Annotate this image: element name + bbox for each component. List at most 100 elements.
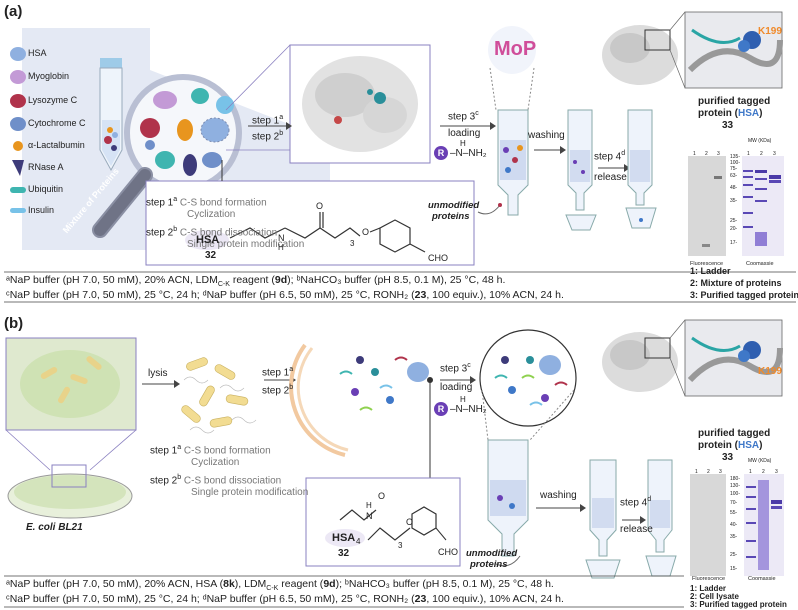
desc-single-a: Single protein modification — [187, 239, 305, 250]
gel-key-1b: 1: Ladder — [690, 584, 727, 593]
reagent-h-a: H — [460, 139, 466, 148]
legend-item: Lysozyme C — [28, 95, 78, 105]
gel-lane-b1c: 1 — [749, 469, 752, 475]
footnote-a2: ᶜNaP buffer (pH 7.0, 50 mM), 25 °C, 24 h… — [6, 289, 564, 301]
step3-a: step 3c — [448, 110, 479, 123]
gel-fluor-a: Fluorescence — [690, 261, 724, 267]
gel-lane-b2: 2 — [707, 469, 710, 475]
desc-step2-b: step 2b C-S bond dissociation — [150, 474, 282, 487]
washing-label-b: washing — [540, 490, 577, 501]
lysis-label: lysis — [148, 368, 168, 379]
gel-lane-b2c: 2 — [762, 469, 765, 475]
legend-item: Myoglobin — [28, 71, 70, 81]
struct-o-a: O — [316, 201, 324, 211]
footnote-b1: ᵃNaP buffer (pH 7.0, 50 mM), 20% ACN, HS… — [6, 578, 554, 593]
struct-cho-a: CHO — [428, 253, 448, 263]
gel-key-2b: 2: Cell lysate — [690, 592, 739, 601]
struct-o-b: O — [378, 491, 386, 501]
legend-item: Cytochrome C — [28, 118, 86, 128]
struct-hsa-a: HSA — [196, 234, 220, 246]
legend-item: Ubiquitin — [28, 184, 64, 194]
struct-3-b: 3 — [398, 541, 403, 550]
mop-label: MoP — [494, 38, 537, 60]
reagent-badge-b: R — [434, 402, 448, 416]
ecoli-label: E. coli BL21 — [26, 522, 83, 533]
struct-n-b: N — [366, 511, 373, 521]
gel-lane-1c: 1 — [747, 151, 750, 157]
gel-lane-2c: 2 — [760, 151, 763, 157]
proteins-label-a: proteins — [432, 211, 470, 222]
gel-lane-1: 1 — [693, 151, 696, 157]
step2-b: step 2b — [262, 384, 294, 397]
unmodified-label-b: unmodified — [466, 548, 518, 559]
step3-b: step 3c — [440, 362, 471, 375]
struct-4-b: 4 — [356, 537, 361, 546]
desc-single-b: Single protein modification — [191, 487, 309, 498]
footnote-a1: ᵃNaP buffer (pH 7.0, 50 mM), 20% ACN, LD… — [6, 274, 506, 289]
legend-item: HSA — [28, 48, 47, 58]
panel-b-label: (b) — [4, 315, 24, 332]
desc-cyclization-b: Cyclization — [191, 457, 240, 468]
legend-item: α-Lactalbumin — [28, 140, 85, 150]
gel-mw-a: MW (KDa) — [748, 138, 772, 144]
unmodified-label-a: unmodified — [428, 200, 480, 211]
step4-b: step 4d — [620, 496, 652, 509]
struct-h-a: H — [278, 243, 284, 252]
purified-line1-b: purified tagged — [698, 428, 771, 439]
purified-num-b: 33 — [722, 452, 734, 463]
gel-coom-b: Coomassie — [748, 576, 776, 582]
loading-label-b: loading — [440, 382, 473, 393]
reagent-h-b: H — [460, 395, 466, 404]
desc-cyclization-a: Cyclization — [187, 209, 236, 220]
desc-step1-b: step 1a C-S bond formation — [150, 444, 271, 457]
gel-mw-b: MW (KDa) — [748, 458, 772, 464]
gel-lane-3: 3 — [717, 151, 720, 157]
struct-num-b: 32 — [338, 548, 350, 559]
release-label-b: release — [620, 524, 653, 535]
step4-a: step 4d — [594, 150, 626, 163]
gel-fluor-b: Fluorescence — [692, 576, 726, 582]
panel-a-label: (a) — [4, 3, 23, 20]
purified-num-a: 33 — [722, 120, 734, 131]
gel-key-3b: 3: Purified tagged protein — [690, 600, 787, 609]
gel-lane-2: 2 — [705, 151, 708, 157]
washing-label-a: washing — [528, 130, 565, 141]
purified-line2-b: protein (HSA) — [698, 440, 763, 451]
reagent-badge-a: R — [434, 146, 448, 160]
purified-line1-a: purified tagged — [698, 96, 771, 107]
step2-a: step 2b — [252, 130, 284, 143]
reagent-formula-b: –N–NH₂ — [450, 404, 487, 415]
gel-key-1a: 1: Ladder — [690, 266, 731, 276]
struct-h-b: H — [366, 501, 372, 510]
struct-hsa-b: HSA — [332, 532, 356, 544]
desc-step1-a: step 1a C-S bond formation — [146, 196, 267, 209]
step1-a: step 1a — [252, 114, 284, 127]
gel-lane-b3c: 3 — [775, 469, 778, 475]
loading-label-a: loading — [448, 128, 481, 139]
gel-key-2a: 2: Mixture of proteins — [690, 278, 782, 288]
legend-item: Insulin — [28, 205, 55, 215]
gel-lane-b3: 3 — [719, 469, 722, 475]
desc-step2-a: step 2b C-S bond dissociation — [146, 226, 278, 239]
gel-lane-3c: 3 — [773, 151, 776, 157]
gel-lane-b1: 1 — [695, 469, 698, 475]
gel-key-3a: 3: Purified tagged protein — [690, 290, 798, 300]
reagent-formula-a: –N–NH₂ — [450, 148, 487, 159]
proteins-label-b: proteins — [470, 559, 508, 570]
struct-cho-b: CHO — [438, 547, 458, 557]
k199-label-b: K199 — [758, 366, 782, 377]
footnote-b2: ᶜNaP buffer (pH 7.0, 50 mM), 25 °C, 24 h… — [6, 593, 564, 605]
struct-3-a: 3 — [350, 239, 355, 248]
legend-icons — [10, 47, 26, 213]
struct-o2-b: O — [406, 517, 414, 527]
release-label-a: release — [594, 172, 627, 183]
struct-num-a: 32 — [205, 250, 217, 261]
legend-item: RNase A — [28, 162, 64, 172]
k199-label-a: K199 — [758, 26, 782, 37]
struct-o2-a: O — [362, 227, 370, 237]
step1-b: step 1a — [262, 366, 294, 379]
gel-coom-a: Coomassie — [746, 261, 774, 267]
struct-n-a: N — [278, 233, 285, 243]
